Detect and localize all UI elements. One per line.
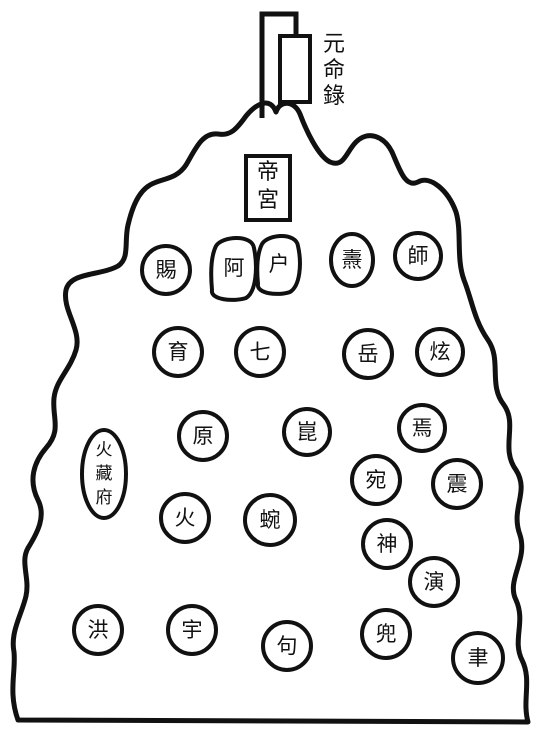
node-huo_zang_fu-label: 火藏府 [96,440,113,508]
node-qi-label: 七 [250,340,271,364]
node-kun-label: 崑 [297,420,318,444]
node-kun: 崑 [284,409,330,455]
node-ci-label: 賜 [156,258,177,282]
node-yan: 焉 [399,405,445,451]
node-yan2: 演 [410,558,458,606]
node-a: 阿 [211,238,256,300]
node-xuan: 炫 [417,329,463,375]
node-hong: 洪 [74,606,122,654]
node-lv: 聿 [453,633,503,683]
node-group: 賜 阿户 燾 師育 七 岳 炫原 崑 焉火藏府 宛 震火 蜿神演洪 宇句 兜聿 [74,233,503,683]
node-shen: 神 [363,520,411,568]
register-box [280,36,310,102]
node-dou-label: 兜 [376,622,397,646]
node-zhen: 震 [433,460,481,508]
node-huo: 火 [161,494,209,542]
node-a-label: 阿 [224,256,245,280]
node-ju: 句 [263,622,311,670]
node-wan2: 蜿 [245,495,295,545]
node-shi-label: 師 [408,244,429,268]
node-yuan: 原 [179,412,227,460]
node-yan-label: 焉 [412,416,433,440]
node-lv-label: 聿 [468,646,489,670]
node-yu-label: 育 [168,340,189,364]
node-shen-label: 神 [377,532,398,556]
node-xuan-label: 炫 [430,340,451,364]
node-yu2-label: 宇 [182,618,203,642]
node-ci: 賜 [142,246,190,294]
node-qi: 七 [236,328,284,376]
node-yu: 育 [154,328,202,376]
node-yuan-label: 原 [193,424,214,448]
node-hu-label: 户 [269,252,290,276]
node-wan2-label: 蜿 [260,508,281,532]
node-zhen-label: 震 [447,472,468,496]
node-hong-label: 洪 [88,618,109,642]
node-huo-label: 火 [175,506,196,530]
node-dou: 兜 [362,610,410,658]
node-wu-label: 燾 [342,248,363,272]
node-wu: 燾 [331,234,373,286]
node-yan2-label: 演 [424,570,445,594]
node-hu: 户 [257,236,300,294]
node-yu2: 宇 [168,606,216,654]
node-shi: 師 [395,233,441,279]
node-ju-label: 句 [277,634,298,658]
register-label: 元命錄 [323,32,345,109]
node-yue: 岳 [344,330,392,378]
node-yue-label: 岳 [358,342,379,366]
node-wan: 宛 [352,456,400,504]
node-huo_zang_fu: 火藏府 [82,430,126,518]
node-wan-label: 宛 [366,468,387,492]
